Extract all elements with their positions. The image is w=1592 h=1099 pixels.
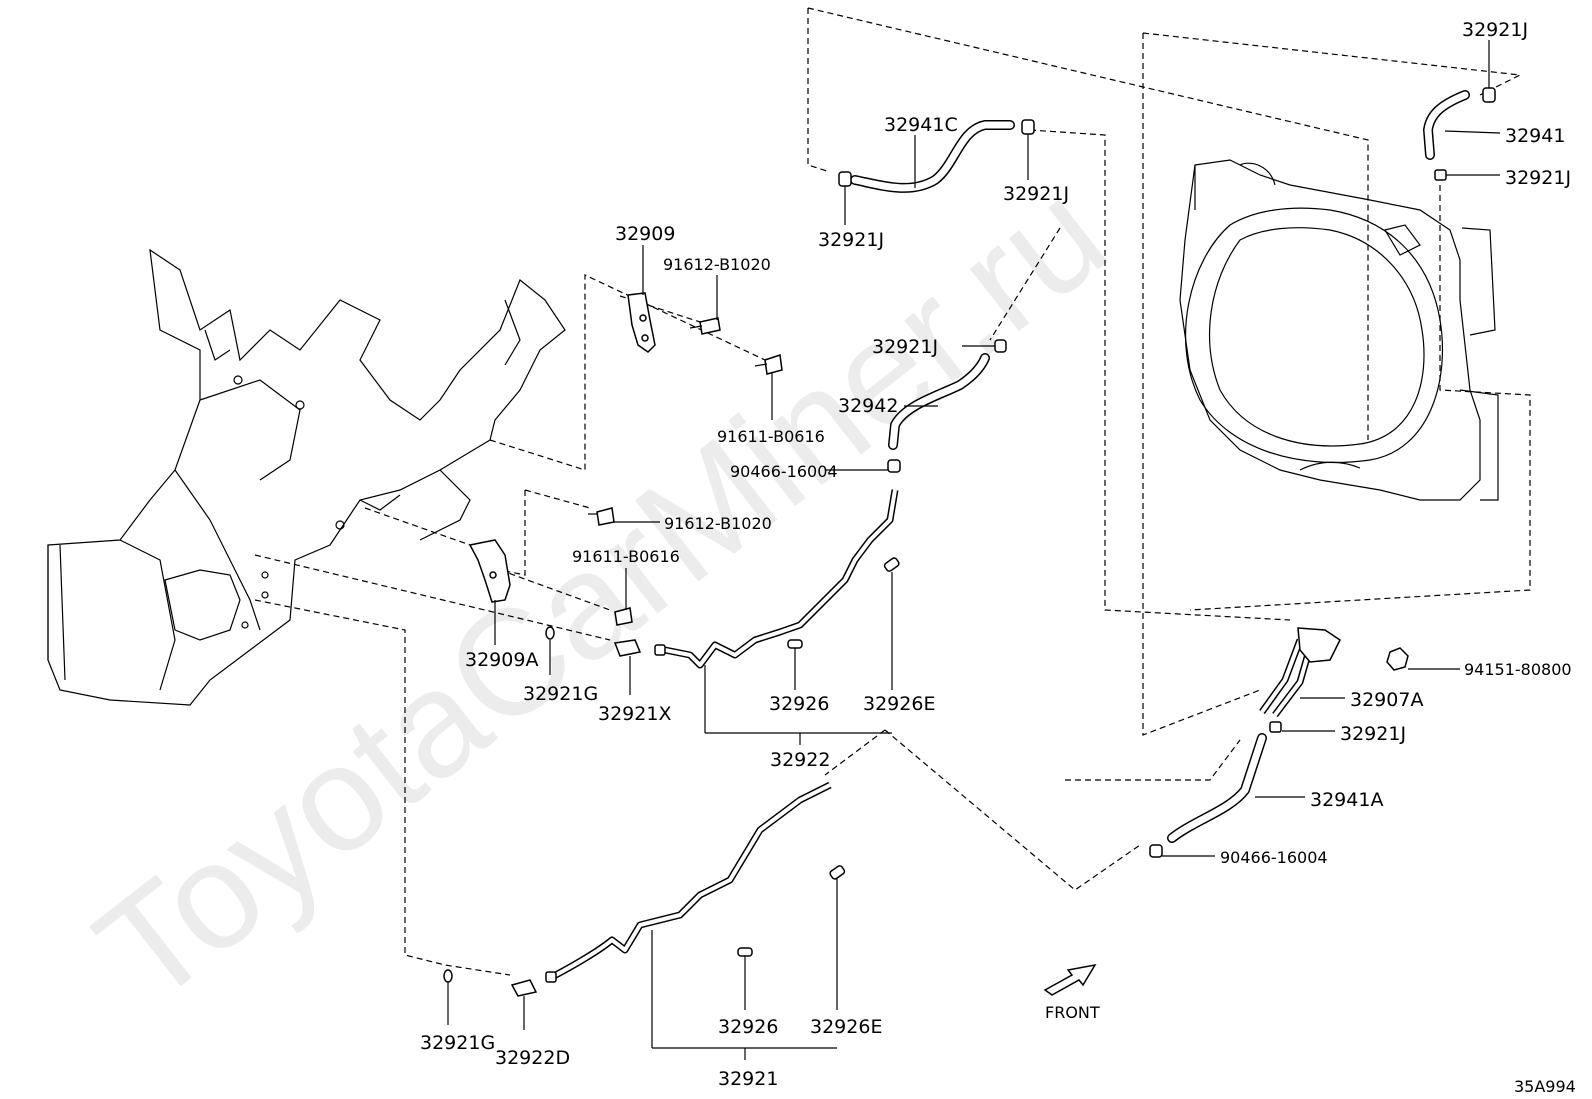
label-32942: 32942	[838, 395, 898, 417]
label-32921g-mid: 32921G	[523, 683, 598, 705]
label-32921j-c1: 32921J	[818, 229, 884, 251]
bracket-32909a	[468, 539, 511, 603]
clamp-32921j-mid	[994, 339, 1007, 353]
label-32909: 32909	[615, 223, 675, 245]
transmission-illustration	[47, 248, 566, 706]
bolt-91611-top	[754, 354, 783, 375]
sleeve-32926e-mid	[883, 557, 900, 572]
pipe-32922	[664, 489, 899, 669]
label-94151: 94151-80800	[1464, 660, 1572, 679]
hose-32941a	[1167, 733, 1267, 843]
clamp-32921j-c2	[1021, 119, 1035, 135]
radiator-illustration	[1179, 159, 1499, 501]
clamp-90466-right	[1149, 844, 1163, 858]
watermark: ToyotaCarMiner.ru	[66, 148, 1135, 1035]
label-91612-top: 91612-B1020	[663, 255, 771, 274]
label-32922d: 32922D	[495, 1047, 570, 1069]
label-32926-bot: 32926	[718, 1016, 778, 1038]
label-32921: 32921	[718, 1068, 778, 1090]
label-32921j-c2: 32921J	[1003, 183, 1069, 205]
label-32909a: 32909A	[465, 649, 538, 671]
label-32926e-bot: 32926E	[810, 1016, 882, 1038]
sleeve-32926e-bot	[829, 865, 846, 880]
hose-32941c	[850, 120, 1015, 193]
hose-32941	[1423, 90, 1470, 160]
drawing-code: 35A994	[1514, 1077, 1576, 1096]
bracket-32907a	[1297, 627, 1341, 663]
front-arrow-icon	[1043, 963, 1097, 996]
label-32907a: 32907A	[1350, 689, 1423, 711]
label-32941: 32941	[1505, 125, 1565, 147]
hose-32942	[888, 353, 990, 450]
label-32926e-mid: 32926E	[863, 693, 935, 715]
label-32921j-right3: 32921J	[1340, 723, 1406, 745]
bolt-91611-mid	[614, 607, 633, 626]
bolt-91612-top	[689, 317, 721, 335]
label-32921j-right2: 32921J	[1505, 167, 1571, 189]
clamp-32921j-c1	[838, 171, 852, 187]
label-32921j-mid: 32921J	[872, 336, 938, 358]
pipe-32921	[548, 781, 832, 982]
label-90466-right: 90466-16004	[1220, 848, 1328, 867]
assembly-leader-lines	[254, 7, 1531, 976]
fitting-32922d	[510, 971, 557, 997]
sleeve-32926-bot	[737, 947, 753, 957]
sleeve-32926-mid	[787, 639, 803, 649]
label-32941a: 32941A	[1310, 789, 1383, 811]
front-label: FRONT	[1045, 1003, 1100, 1022]
oring-32921g-mid	[545, 626, 555, 640]
label-91612-mid: 91612-B1020	[664, 514, 772, 533]
bracket-32909	[627, 292, 656, 353]
oring-32921g-bot	[443, 969, 453, 983]
clamp-32921j-right3	[1269, 721, 1282, 733]
label-32922: 32922	[770, 749, 830, 771]
label-90466-mid: 90466-16004	[730, 462, 838, 481]
label-32941c: 32941C	[884, 114, 958, 136]
label-32921j-topright: 32921J	[1462, 19, 1528, 41]
clamp-32921j-topright	[1482, 87, 1496, 103]
fitting-32921x	[613, 639, 666, 657]
nut-94151	[1386, 647, 1409, 671]
clamp-90466-mid	[887, 459, 901, 473]
label-32921x: 32921X	[598, 703, 671, 725]
label-91611-mid: 91611-B0616	[572, 547, 680, 566]
label-32921g-bot: 32921G	[420, 1032, 495, 1054]
label-32926-mid: 32926	[769, 693, 829, 715]
clamp-32921j-right2	[1434, 169, 1447, 181]
label-91611-top: 91611-B0616	[717, 427, 825, 446]
label-leaders	[447, 40, 1501, 1060]
